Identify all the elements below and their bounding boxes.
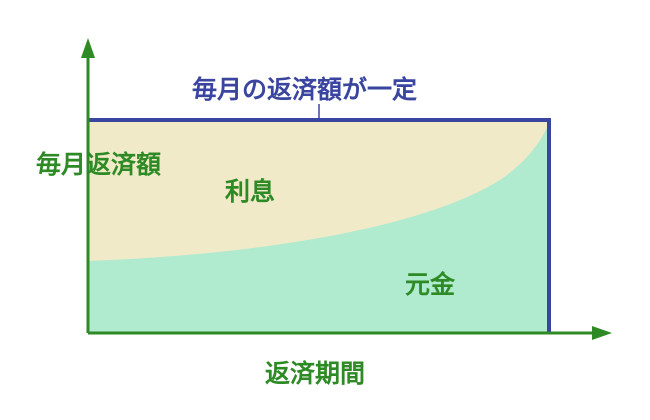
x-axis-label: 返済期間 (265, 359, 366, 388)
y-axis-arrow-icon (81, 38, 95, 58)
diagram-title: 毎月の返済額が一定 (192, 75, 418, 104)
constant-payment-frame (88, 118, 551, 333)
principal-label: 元金 (405, 270, 456, 299)
x-axis-arrow-icon (592, 326, 612, 340)
y-axis-label: 毎月返済額 (36, 150, 161, 180)
principal-area (88, 122, 549, 333)
interest-label: 利息 (225, 177, 276, 206)
